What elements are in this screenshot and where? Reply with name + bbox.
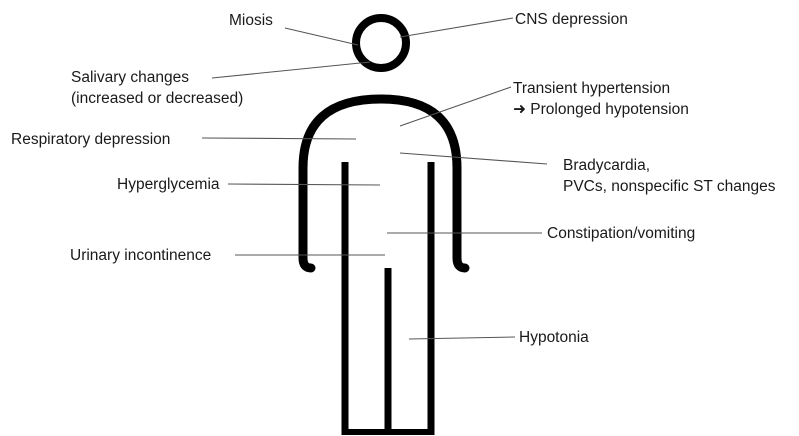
head-outline [356,18,406,68]
leader-miosis [285,28,358,45]
label-bradycardia-line-1: Bradycardia, [563,155,776,176]
leader-hyperglycemia [228,184,380,185]
label-salivary-line-2: (increased or decreased) [71,88,243,109]
label-bradycardia: Bradycardia, PVCs, nonspecific ST change… [563,155,776,197]
label-hypertension-line-1: Transient hypertension [513,78,689,99]
leader-respiratory [202,138,356,139]
label-respiratory-depression: Respiratory depression [11,129,170,150]
label-urinary-incontinence: Urinary incontinence [70,245,211,266]
label-hypertension-line-2: ➜ Prolonged hypotension [513,99,689,120]
label-cns-depression: CNS depression [515,9,628,30]
label-salivary-line-1: Salivary changes [71,67,243,88]
leader-bradycardia [400,153,547,164]
label-salivary-changes: Salivary changes (increased or decreased… [71,67,243,109]
leader-cns [400,18,513,37]
label-bradycardia-line-2: PVCs, nonspecific ST changes [563,176,776,197]
label-hypotonia: Hypotonia [519,327,589,348]
label-hypertension: Transient hypertension ➜ Prolonged hypot… [513,78,689,120]
label-miosis: Miosis [229,10,273,31]
torso-arms-outline [303,99,465,268]
label-hyperglycemia: Hyperglycemia [117,174,220,195]
label-constipation-vomiting: Constipation/vomiting [547,223,695,244]
leader-hypotonia [409,337,515,339]
